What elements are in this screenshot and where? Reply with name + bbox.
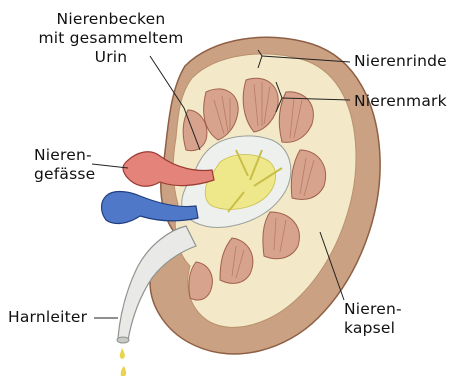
label-nierengefaesse: Nieren- gefässe [34, 146, 95, 184]
label-nierenrinde: Nierenrinde [354, 52, 447, 71]
label-nierenkapsel: Nieren- kapsel [344, 300, 402, 338]
label-nierenbecken: Nierenbecken mit gesammeltem Urin [26, 10, 196, 67]
label-nierenmark: Nierenmark [354, 92, 447, 111]
ureter-opening [117, 337, 129, 343]
label-harnleiter: Harnleiter [8, 308, 87, 327]
urine-drops [120, 348, 126, 376]
